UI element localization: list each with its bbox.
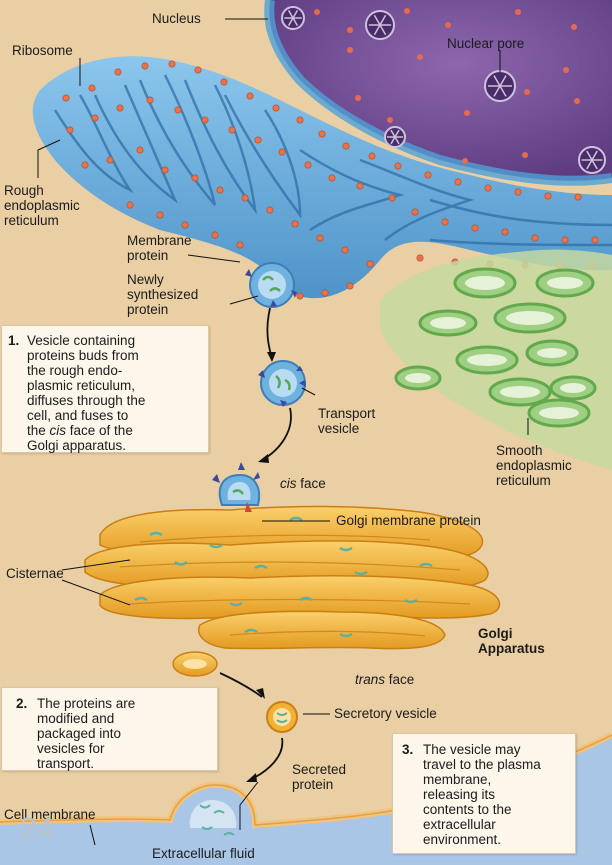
label-secreted-protein: Secreted protein [292,762,346,792]
label-extracellular-fluid: Extracellular fluid [152,846,255,861]
label-golgi-apparatus: Golgi Apparatus [478,626,545,656]
label-trans-face: trans face [355,672,414,687]
label-cisternae: Cisternae [6,566,64,581]
step-3-text: The vesicle may travel to the plasma mem… [423,742,541,847]
label-membrane-protein: Membrane protein [127,233,192,263]
page-number: 24 [20,812,53,846]
label-nucleus: Nucleus [152,11,201,26]
label-newly-synthesized-protein: Newly synthesized protein [127,272,198,317]
label-transport-vesicle: Transport vesicle [318,406,375,436]
label-smooth-er: Smooth endoplasmic reticulum [496,443,572,488]
step-2-number: 2. [16,696,27,711]
label-cis-face: cis face [280,476,326,491]
step-2-text: The proteins are modified and packaged i… [37,696,135,771]
step-2-box: 2. The proteins are modified and package… [1,687,218,771]
label-secretory-vesicle: Secretory vesicle [334,706,437,721]
step-3-number: 3. [402,742,413,757]
step-1-text: Vesicle containing proteins buds from th… [27,333,145,453]
label-golgi-membrane-protein: Golgi membrane protein [336,513,481,528]
label-ribosome: Ribosome [12,43,73,58]
label-rough-er: Rough endoplasmic reticulum [4,183,80,228]
step-1-box: 1. Vesicle containing proteins buds from… [1,325,209,453]
secretory-vesicle [267,702,297,732]
label-nuclear-pore: Nuclear pore [447,36,524,51]
step-1-number: 1. [8,333,19,348]
step-3-box: 3. The vesicle may travel to the plasma … [392,733,576,854]
